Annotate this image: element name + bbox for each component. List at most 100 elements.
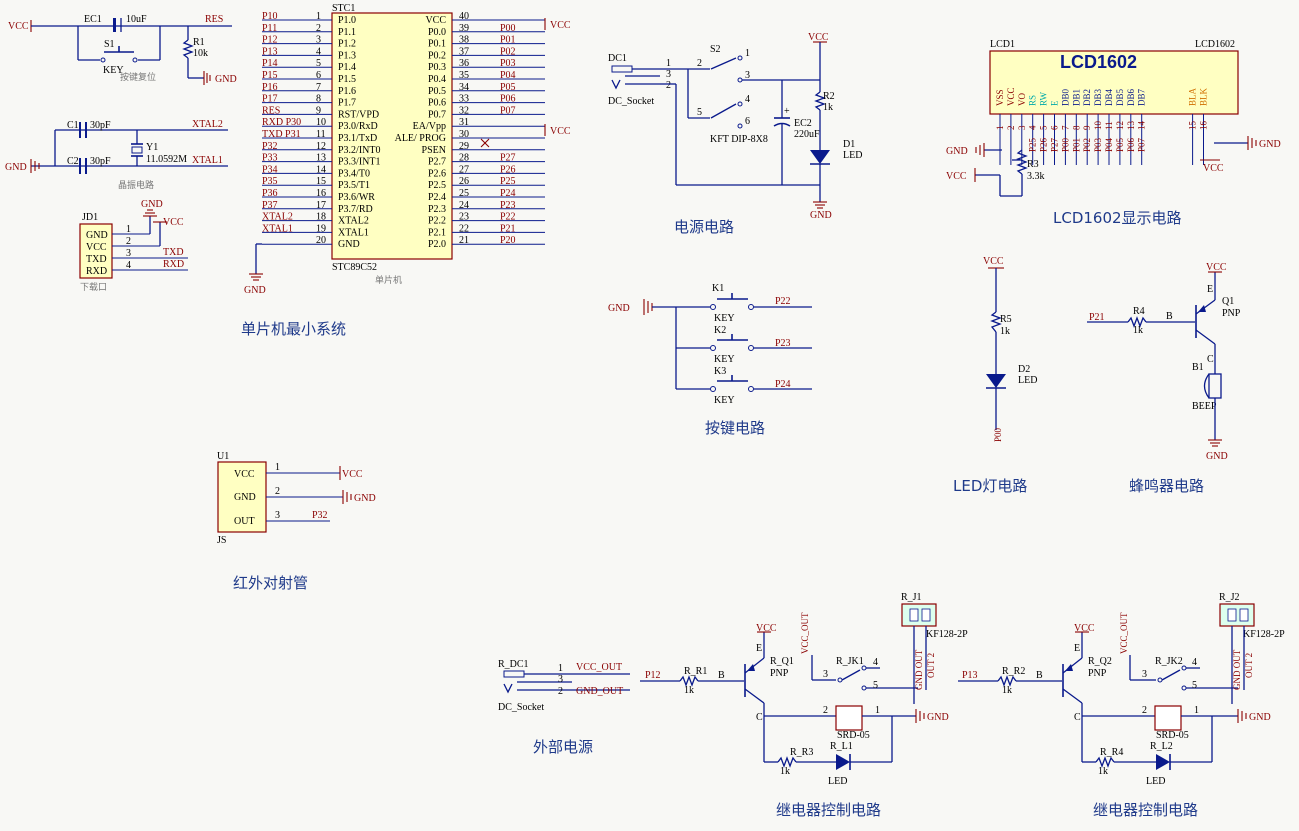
mcu-left-pin: P1.3 [338,50,356,61]
mcu-right-num: 34 [459,82,469,93]
relay2-vcc-label: VCC [1074,623,1095,634]
r3-value: 3.3k [1027,171,1045,182]
rdc1-label: R_DC1 [498,659,529,670]
rj2-gnd-out: GND OUT [1232,649,1242,690]
c2-label: C2 [67,156,79,167]
k1-label: K1 [712,283,724,294]
relay1-sw-5: 5 [873,680,878,691]
relay1-coil-2: 2 [823,705,828,716]
ir-sensor: U1 VCC GND OUT JS 1 2 3 VCC GND P32 [217,451,376,546]
c1-label: C1 [67,120,79,131]
mcu-right-net: P02 [500,46,516,57]
mcu-left-net: P16 [262,82,278,93]
mcu-right-num: 24 [459,200,469,211]
relay1-part: SRD-05 [837,730,870,741]
dc-socket-label: DC_Socket [608,96,654,107]
mcu-left-pin: XTAL1 [338,227,369,238]
mcu-right-pin: EA/Vpp [413,121,446,132]
mcu-left-net: TXD P31 [262,129,301,140]
rl1-label: R_L1 [830,741,853,752]
lcd-pin-net: P04 [1104,137,1114,152]
relay1-gnd-label: GND [927,712,949,723]
mcu-right-num: 31 [459,117,469,128]
dc-num-1: 1 [666,58,671,69]
b1-label: B1 [1192,362,1204,373]
lcd-pin-num: 14 [1137,121,1147,131]
k2-label: K2 [714,325,726,336]
rr2-value: 1k [1002,685,1012,696]
buzzer-circuit: P21 R4 1k B VCC E C Q1 PNP B1 BEEP GND [1087,262,1241,462]
rq2-type: PNP [1088,668,1107,679]
relay2-sw-3: 3 [1142,669,1147,680]
reset-note: 按键复位 [120,71,156,82]
mcu-left-net: P34 [262,164,278,175]
k3-key: KEY [714,395,735,406]
mcu-left-net: P15 [262,70,278,81]
mcu-left-num: 16 [316,188,326,199]
mcu-right-num: 28 [459,153,469,164]
jd1-pin-2: VCC [86,242,107,253]
lcd-pin-name: DB5 [1115,88,1125,106]
u1-part: JS [217,535,226,546]
mcu-right-net: P05 [500,82,516,93]
mcu-left-num: 17 [316,200,326,211]
mcu-left-net: P17 [262,94,278,105]
lcd-pin-num: 3 [1017,125,1027,130]
mcu-right-net: P26 [500,164,516,175]
mcu-left-num: 13 [316,153,326,164]
mcu-left-net: RES [262,105,280,116]
mcu-right-pin: P0.7 [428,109,446,120]
lcd-pin-num: 12 [1115,121,1125,130]
led-p00-label: P00 [993,427,1003,442]
ec2-label: EC2 [794,118,812,129]
mcu-right-pin: P2.5 [428,180,446,191]
d2-value: LED [1018,375,1037,386]
r4-value: 1k [1133,325,1143,336]
rr1-value: 1k [684,685,694,696]
lcd1602-circuit: LCD1 LCD1602 LCD1602 VSS1VCC2VO3RS4P25RW… [946,39,1281,197]
jd1-pin-1: GND [86,230,108,241]
mcu-right-num: 21 [459,235,469,246]
power-circuit: DC1 DC_Socket 1 3 2 S2 2 1 3 5 4 6 KFT D… [608,32,862,221]
lcd-pin-net: P07 [1137,137,1147,152]
caption-buzzer: 蜂鸣器电路 [1129,477,1204,495]
mcu-left-num: 11 [316,129,326,140]
mcu-left-net: P10 [262,11,278,22]
u1-num-1: 1 [275,462,280,473]
mcu-left-net: P35 [262,176,278,187]
mcu-left-num: 3 [316,35,321,46]
rq1-label: R_Q1 [770,656,794,667]
mcu-right-num: 23 [459,212,469,223]
mcu-right-num: 33 [459,94,469,105]
mcu-right-pin: P0.5 [428,86,446,97]
led-vcc-label: VCC [983,256,1004,267]
mcu-left-net: P11 [262,23,277,34]
k1-key: KEY [714,313,735,324]
lcd-pin-net: P02 [1082,138,1092,152]
mcu-right-pin: P2.2 [428,216,446,227]
lcd-pins: VSS1VCC2VO3RS4P25RW5P26E6P27DB07P00DB18P… [995,87,1209,165]
lcd-pin-num: 6 [1050,125,1060,130]
mcu-right-num: 30 [459,129,469,140]
mcu-left-net: P33 [262,153,278,164]
k2-switch: K2 KEY P23 [710,325,812,365]
u1-num-3: 3 [275,510,280,521]
mcu-left-pin: P1.4 [338,62,356,73]
mcu-right-net: P21 [500,223,516,234]
caption-keys: 按键电路 [705,419,765,437]
rq1-c: C [756,712,763,723]
external-power: R_DC1 DC_Socket 1 3 2 VCC_OUT GND_OUT [498,659,630,713]
relay1-circuit: P12 R_R1 1k B VCC E C R_Q1 PNP R_R3 1k R… [640,592,968,787]
rj1-out2: OUT 2 [926,653,936,678]
lcd-pin-num: 9 [1082,125,1092,130]
lcd-pin-name: DB2 [1082,89,1092,106]
lcd-pin-num: 8 [1071,125,1081,130]
relay1-p12-label: P12 [645,670,661,681]
relay2-b-label: B [1036,670,1043,681]
d2-label: D2 [1018,364,1030,375]
lcd-pin-num: 13 [1126,121,1136,131]
s2-label: S2 [710,44,721,55]
buzzer-vcc-label: VCC [1206,262,1227,273]
